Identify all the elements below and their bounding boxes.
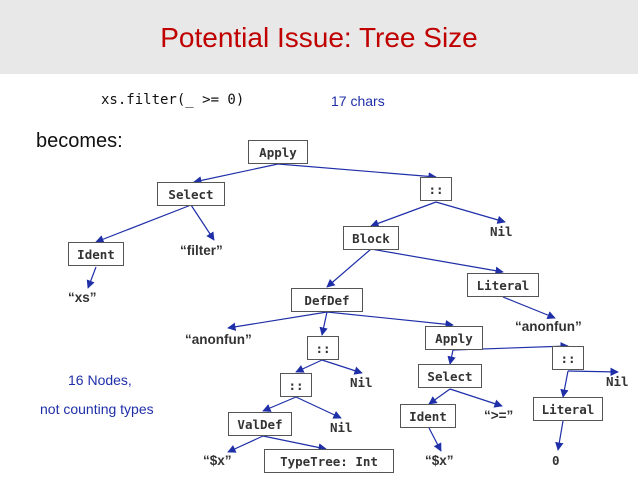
leaf-filter: “filter”	[180, 243, 223, 258]
edge-defdef-anonfun	[227, 311, 328, 331]
edge-apply-select-mid	[447, 349, 456, 365]
edge-cons-block	[370, 201, 437, 228]
edge-defdef-apply	[326, 311, 454, 329]
code-expression: xs.filter(_ >= 0)	[101, 92, 245, 108]
leaf-x-left: “$x”	[203, 453, 232, 468]
edge-apply-cons	[277, 163, 437, 181]
node-cons-mid: ::	[307, 336, 339, 360]
becomes-label: becomes:	[36, 130, 123, 152]
leaf-xs: “xs”	[68, 290, 97, 305]
edge-ident-xs	[86, 266, 97, 289]
edge-valdef-x	[227, 435, 264, 453]
leaf-nil-mid: Nil	[350, 375, 373, 390]
edge-select-ident	[95, 204, 192, 244]
node-cons-top: ::	[420, 177, 452, 201]
leaf-anonfun-left: “anonfun”	[185, 332, 252, 347]
leaf-x-right: “$x”	[425, 453, 454, 468]
edge-cons-nil-right	[567, 367, 619, 377]
edge-block-defdef	[326, 248, 372, 288]
leaf-anonfun-right: “anonfun”	[515, 319, 582, 334]
node-count-label: 16 Nodes,	[68, 372, 132, 388]
edge-select-filter	[190, 204, 215, 241]
edge-literal-anonfun	[502, 296, 556, 320]
edge-defdef-cons	[319, 311, 328, 336]
edge-select-ident-mid	[428, 388, 451, 405]
leaf-nil-top: Nil	[490, 224, 513, 239]
node-apply-mid: Apply	[425, 326, 483, 350]
leaf-ge: “>=”	[484, 408, 514, 423]
node-typetree: TypeTree: Int	[264, 449, 394, 473]
node-ident-mid: Ident	[400, 404, 456, 428]
node-block: Block	[343, 226, 399, 250]
node-ident-top: Ident	[68, 242, 124, 266]
edge-apply-select	[193, 163, 279, 185]
node-valdef: ValDef	[228, 412, 292, 436]
edge-cons-valdef	[262, 396, 297, 412]
char-count: 17 chars	[331, 93, 385, 109]
leaf-nil-right: Nil	[606, 374, 629, 389]
edge-ident-x	[428, 427, 442, 452]
leaf-nil-inner: Nil	[330, 420, 353, 435]
node-select-top: Select	[157, 182, 225, 206]
node-select-mid: Select	[418, 364, 482, 388]
node-literal-right: Literal	[533, 397, 603, 421]
edge-valdef-typetree	[262, 435, 327, 452]
node-cons-right: ::	[552, 346, 584, 370]
node-defdef: DefDef	[291, 288, 363, 312]
edge-cons-nil-mid	[321, 359, 363, 375]
edge-block-literal	[370, 248, 504, 275]
edge-cons-cons	[295, 359, 323, 373]
leaf-zero: 0	[552, 453, 560, 468]
title-band	[0, 0, 638, 74]
edge-literal-zero	[555, 420, 564, 451]
slide-title: Potential Issue: Tree Size	[160, 22, 478, 53]
node-apply-root: Apply	[248, 140, 308, 164]
node-cons-inner: ::	[280, 373, 312, 397]
edge-cons-nil-inner	[295, 396, 342, 419]
node-count-note: not counting types	[40, 401, 154, 417]
edge-cons-nil	[435, 201, 506, 224]
node-literal-top: Literal	[467, 273, 539, 297]
edge-select-ge	[449, 388, 503, 408]
edge-cons-literal	[560, 370, 569, 398]
